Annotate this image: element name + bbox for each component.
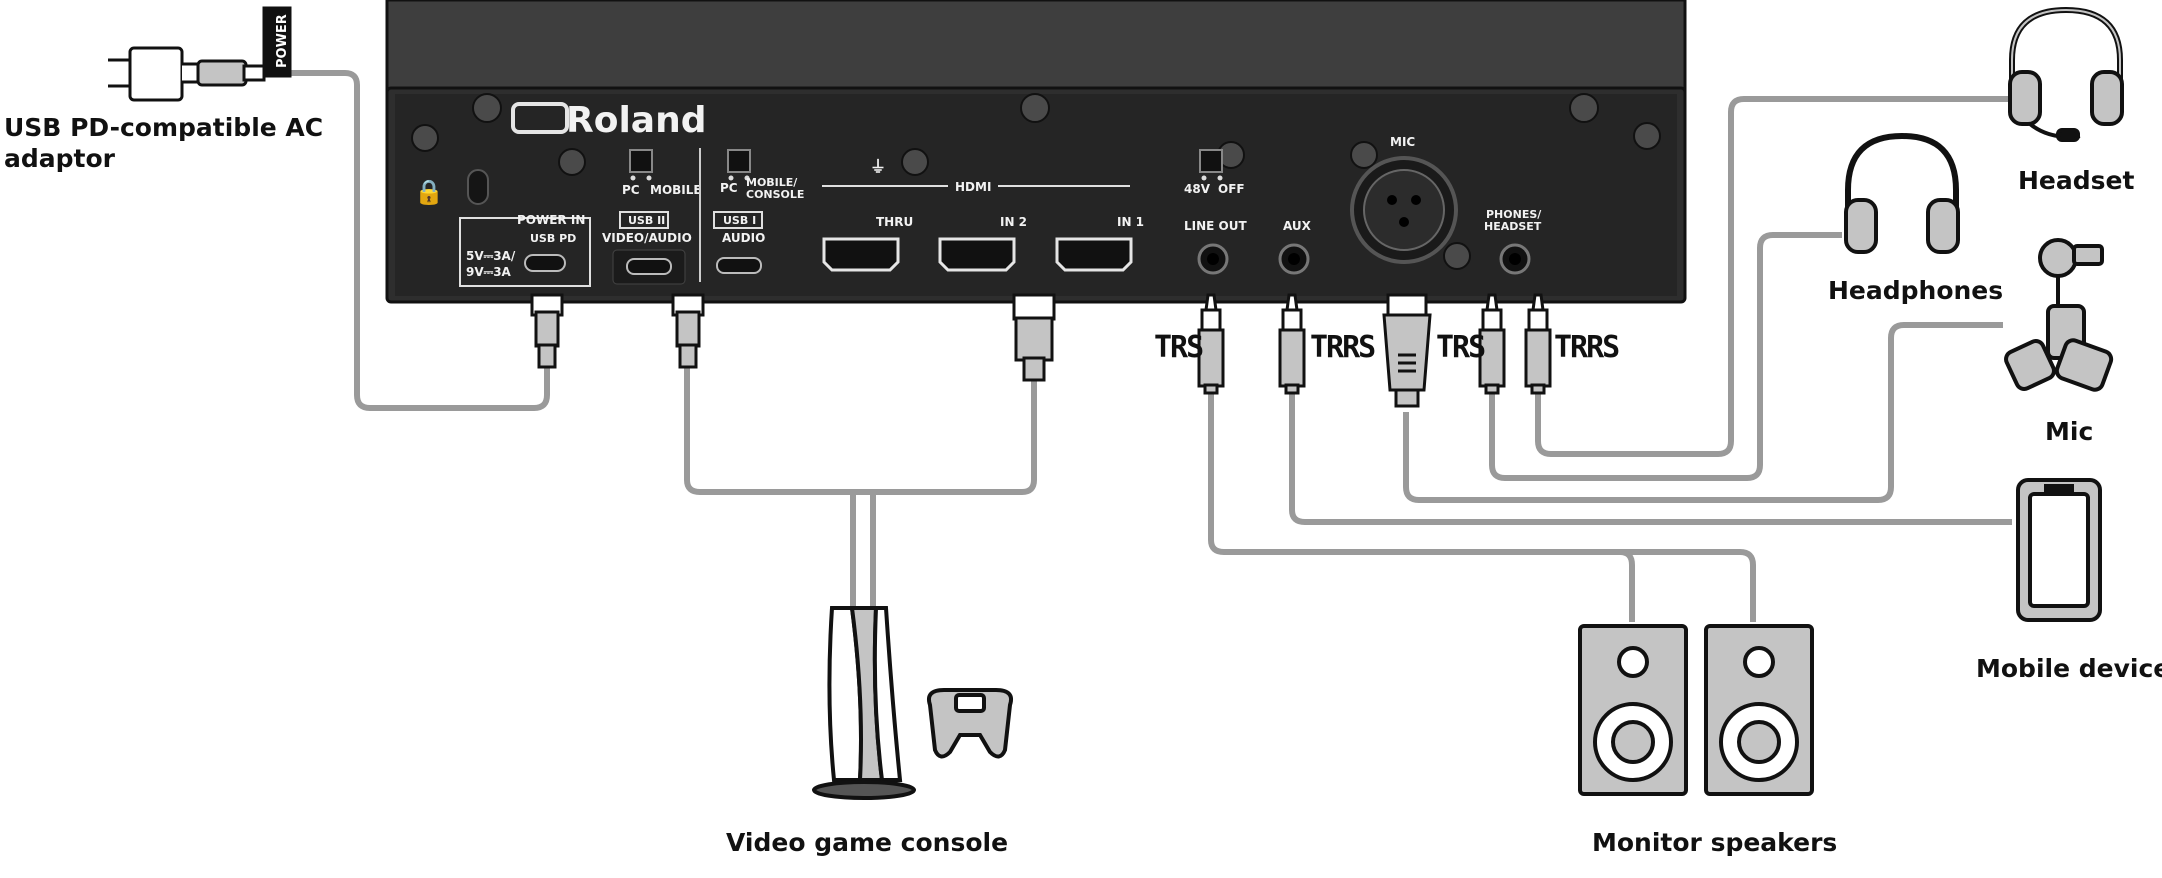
switch-usb2: [629, 149, 653, 173]
switch-usb2-pc: PC: [622, 183, 640, 197]
ac-adaptor-icon: [108, 6, 292, 102]
cables: [245, 70, 2012, 622]
power-tag: POWER: [275, 14, 290, 68]
label-mobile-device: Mobile device: [1976, 654, 2162, 683]
switch-48v-off: OFF: [1218, 182, 1245, 196]
label-ac-adaptor: USB PD-compatible AC adaptor: [4, 113, 324, 174]
game-controller-icon: [927, 688, 1013, 759]
power-spec-1: 5V⎓3A/: [466, 249, 516, 263]
cable-line-out: [1208, 392, 1756, 622]
svg-text:MOBILE/: MOBILE/: [746, 176, 798, 189]
switch-usb1-pc: PC: [720, 181, 738, 195]
cable-aux: [1289, 392, 2012, 525]
brand-logo-text: Roland: [566, 100, 706, 141]
label-mic: Mic: [2045, 417, 2094, 446]
usb1-label: AUDIO: [722, 231, 765, 245]
security-slot: [467, 169, 489, 205]
hdmi-thru-port: [822, 237, 900, 272]
cable-headset: [1535, 96, 2010, 457]
plug-label-line-out: TRS: [1154, 330, 1204, 365]
hdmi-in1-label: IN 1: [1117, 215, 1144, 229]
phones-label-2: HEADSET: [1484, 220, 1542, 233]
aux-label: AUX: [1283, 219, 1312, 233]
label-video-game-console: Video game console: [726, 828, 1009, 857]
cable-mic: [1403, 322, 2003, 503]
hdmi-plug-tip: [1012, 293, 1056, 321]
label-monitor-speakers: Monitor speakers: [1592, 828, 1838, 857]
hdmi-group-label: HDMI: [955, 180, 991, 194]
plug-label-headset: TRRS: [1554, 330, 1620, 365]
switch-48v-on: 48V: [1184, 182, 1211, 196]
line-out-label: LINE OUT: [1184, 219, 1247, 233]
trs-plug-line-out: [1197, 293, 1225, 395]
trs-plug-headphones: [1478, 293, 1506, 395]
kensington-lock-icon: 🔒: [414, 178, 444, 206]
hdmi-in2-label: IN 2: [1000, 215, 1027, 229]
power-in-title: POWER IN: [517, 213, 585, 227]
mobile-device-icon: [2016, 478, 2102, 622]
usb1-badge: USB I: [723, 214, 756, 227]
trrs-plug-headset: [1524, 293, 1552, 395]
cable-usb-console: [684, 368, 1037, 495]
device-rear-panel: Roland 🔒 POWER IN USB PD 5V⎓3A/ 9V⎓3A PC…: [385, 0, 1687, 304]
switch-usb2-mobile: MOBILE: [650, 183, 702, 197]
mic-label: MIC: [1390, 135, 1415, 149]
usb2-badge: USB II: [628, 214, 665, 227]
usb-c-power-port: [524, 254, 566, 272]
switch-usb1: [727, 149, 751, 173]
usbc-video-plug: [675, 310, 701, 348]
plug-label-aux: TRRS: [1310, 330, 1376, 365]
phones-label-1: PHONES/: [1486, 208, 1542, 221]
roland-logo: Roland: [511, 100, 706, 141]
xlr-plug: [1382, 293, 1432, 408]
hdmi-in1-port: [1055, 237, 1133, 272]
hdmi-ports: [822, 237, 1133, 272]
usb-c-audio-port: [716, 257, 762, 274]
svg-text:CONSOLE: CONSOLE: [746, 188, 804, 201]
hdmi-thru-label: THRU: [876, 215, 913, 229]
cable-line-out-right: [1619, 549, 1635, 622]
mic-icon: [2004, 238, 2114, 392]
power-in-sub: USB PD: [530, 232, 576, 245]
usb2-label: VIDEO/AUDIO: [602, 231, 692, 245]
cable-power: [245, 70, 550, 411]
video-game-console-icon: [812, 606, 916, 800]
cable-headphones: [1489, 232, 1842, 481]
hdmi-in2-port: [938, 237, 1016, 272]
headset-icon: [2008, 6, 2124, 142]
usb-c-video-audio-port: [626, 258, 672, 275]
trrs-plug-aux: [1278, 293, 1306, 395]
power-in-frame: [459, 217, 591, 287]
screws: [411, 93, 1661, 270]
connectors: [530, 293, 1552, 408]
headphones-icon: [1844, 132, 1960, 254]
switch-48v: [1199, 149, 1223, 173]
label-headset: Headset: [2018, 166, 2135, 195]
label-headphones: Headphones: [1828, 276, 2004, 305]
monitor-speakers-icon: [1578, 624, 1814, 796]
ground-icon: ⏚: [870, 157, 886, 176]
power-spec-2: 9V⎓3A: [466, 265, 512, 279]
plug-label-headphones: TRS: [1436, 330, 1486, 365]
